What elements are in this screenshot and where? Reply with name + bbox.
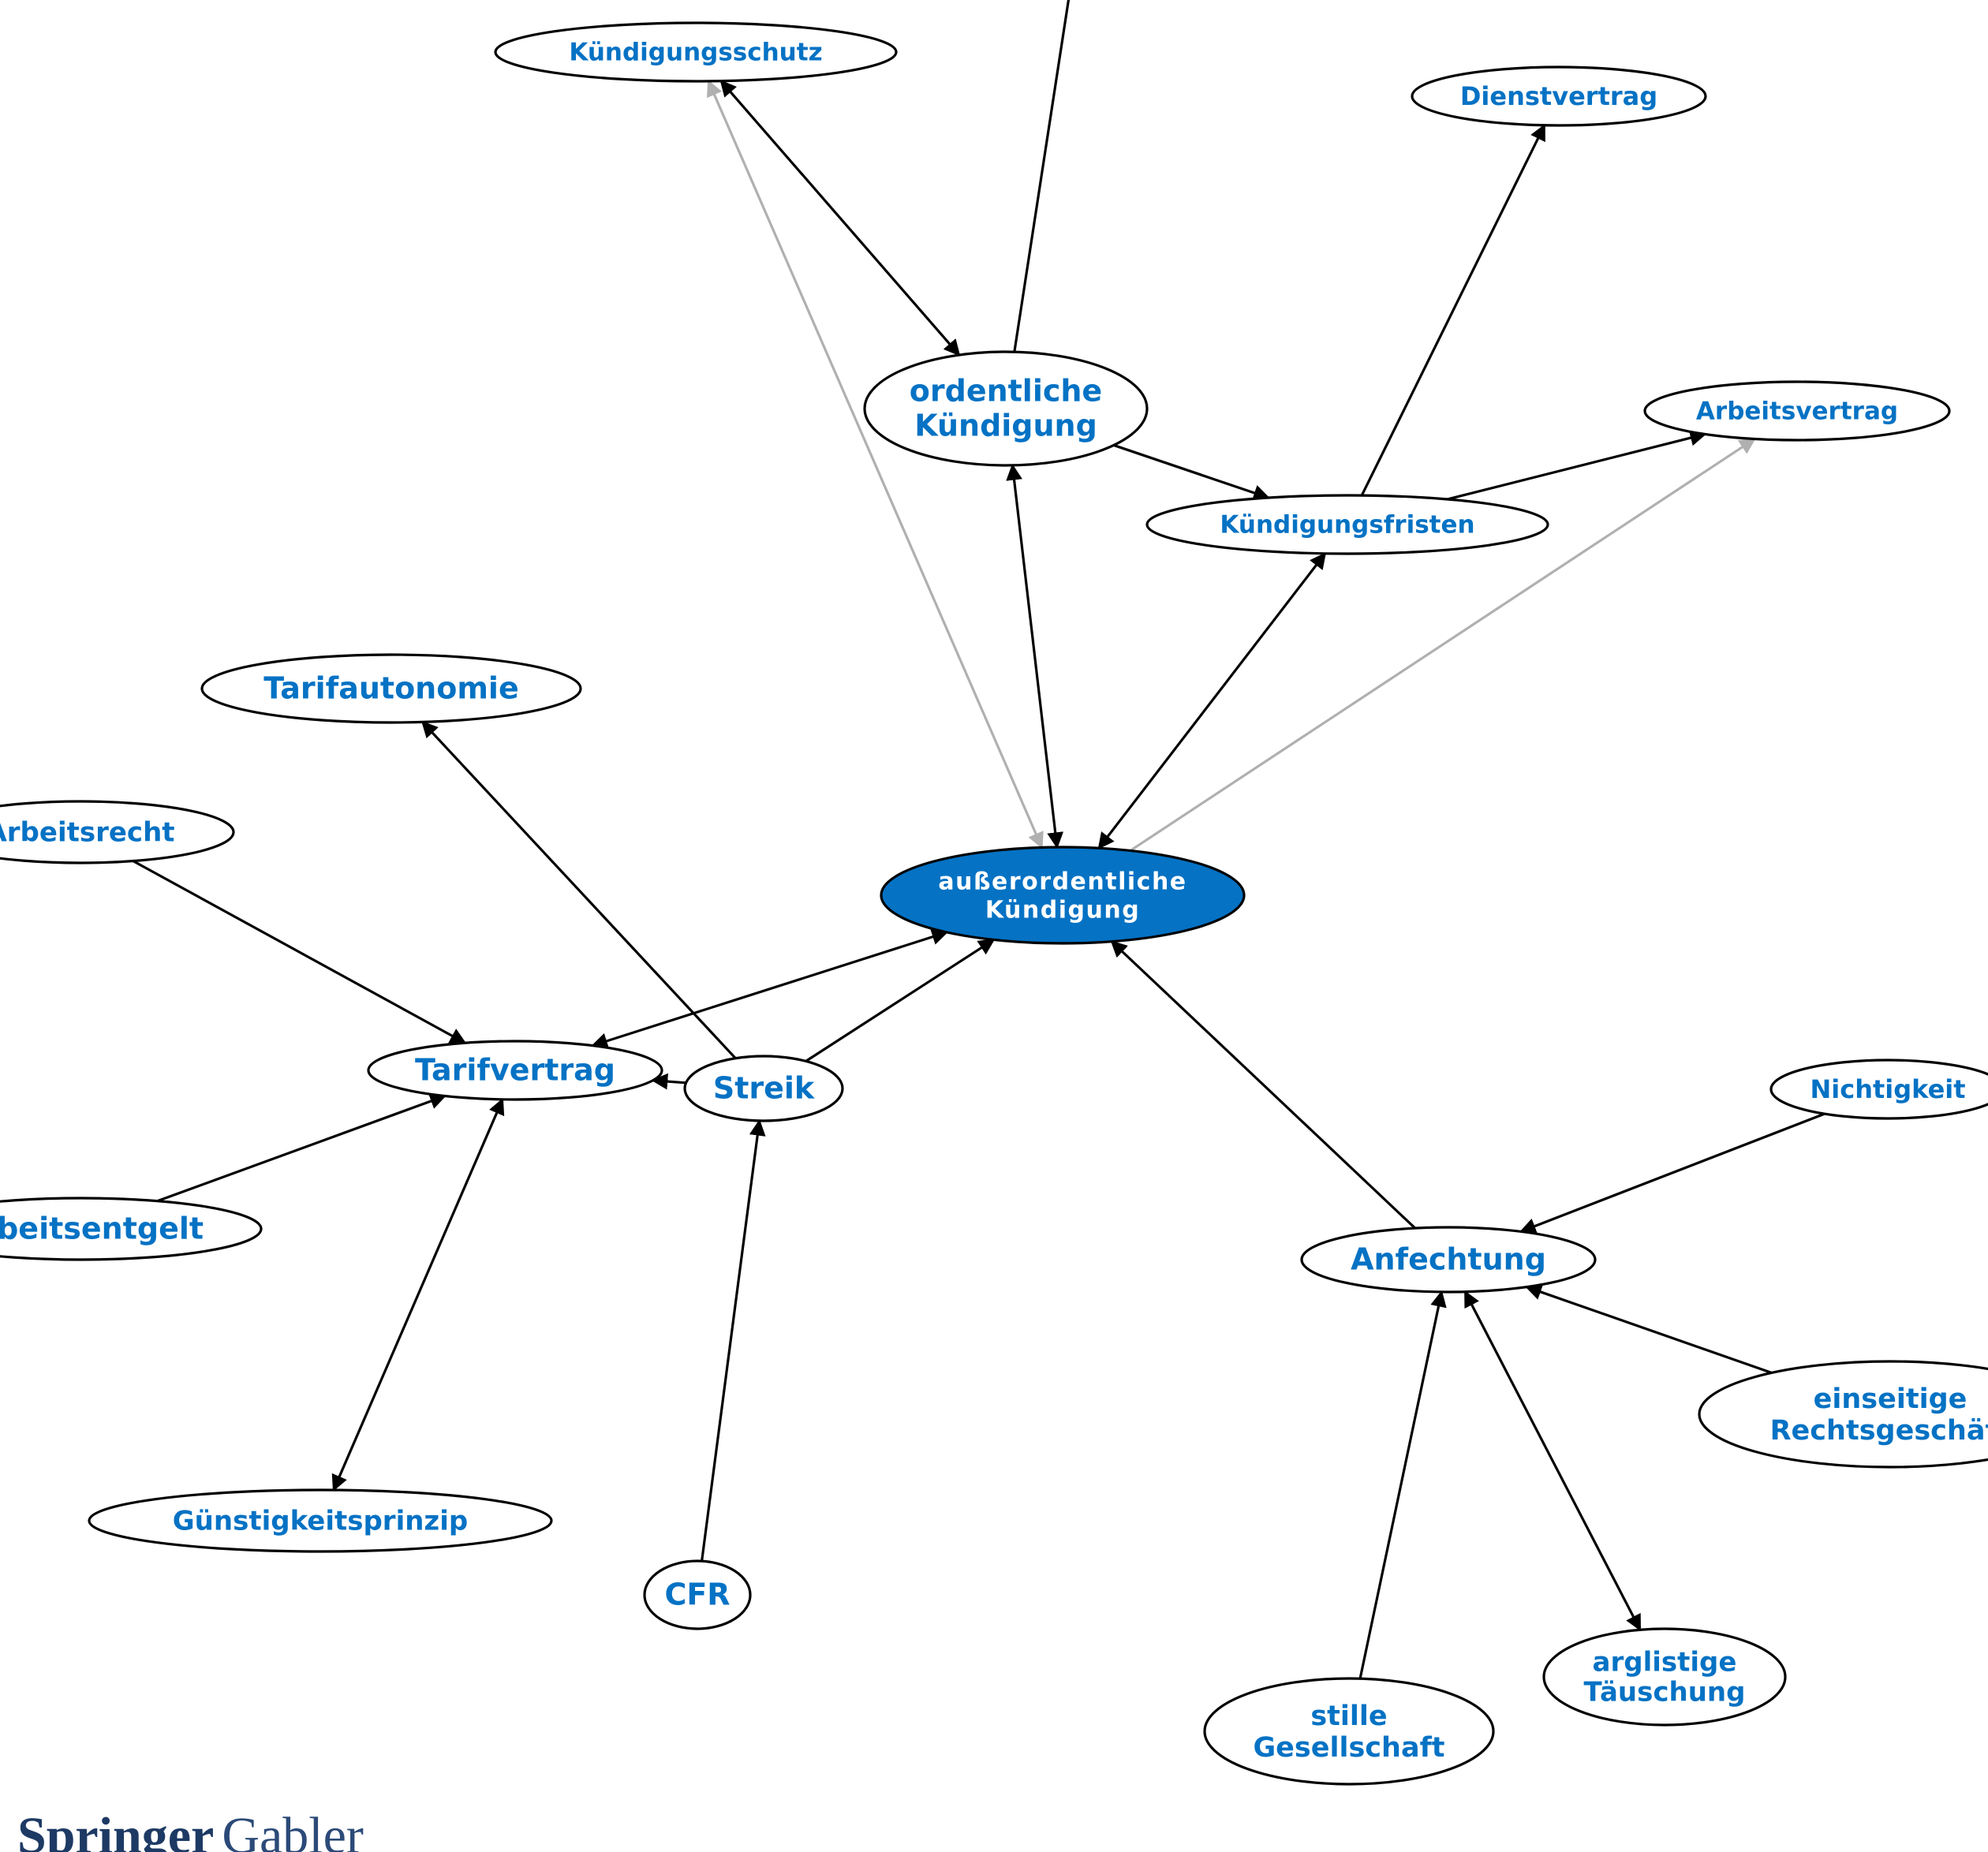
node-label: Kündigung [985,897,1140,924]
edge-cfr-streik [701,1118,766,1562]
node-shape [0,800,235,864]
edge-nichtig-anfecht [1519,1112,1825,1234]
node-label: Rechtsgeschäft [1770,1415,1988,1447]
node-label: Tarifvertrag [415,1053,615,1088]
node-label: CFR [664,1578,730,1612]
node-label: außerordentliche [938,868,1186,896]
node-label: Gesellschaft [1253,1732,1444,1764]
node-shape [200,653,582,724]
node-label: stille [1310,1701,1387,1732]
node-streik[interactable]: Streik [683,1055,844,1122]
node-shape [1145,494,1549,555]
node-anfecht[interactable]: Anfechtung [1300,1226,1597,1294]
node-guenstig[interactable]: Günstigkeitsprinzip [88,1488,553,1553]
node-label: Nichtigkeit [1810,1074,1965,1104]
edge-streik-tvertrag [651,1073,686,1090]
node-shape [683,1055,844,1122]
edge-tvertrag-guenstig [331,1097,505,1492]
node-label: Arbeitsrecht [0,817,175,849]
node-kfristen[interactable]: Kündigungsfristen [1145,494,1549,555]
edge-ordentlich-kfristen [1113,443,1270,501]
node-label: Anfechtung [1351,1242,1546,1277]
node-label: Arbeitsvertrag [1696,398,1898,426]
node-kschutz[interactable]: Kündigungsschutz [494,21,898,83]
edge-ordentlich-center [1006,463,1064,849]
edge-kschutz-ordentlich [719,80,961,357]
edge-arecht-tvertrag [133,860,467,1044]
node-label: Kündigung [914,409,1097,443]
node-shape [880,846,1246,945]
edge-center-tvertrag [591,928,949,1049]
edge-kschutz-center [706,80,1044,849]
node-shape [863,350,1149,467]
edge-einseitig-anfecht [1525,1284,1773,1374]
node-label: Kündigungsfristen [1220,511,1474,540]
node-label: einseitige [1814,1383,1967,1415]
node-label: Kündigungsschutz [569,39,822,67]
node-label: Arbeitsentgelt [0,1212,204,1246]
node-shape [1643,380,1951,442]
node-shape [1300,1226,1597,1294]
brand-secondary: Gabler [222,1807,364,1852]
edge-kfristen-avertrag [1447,429,1707,501]
node-tautonomie[interactable]: Tarifautonomie [200,653,582,724]
node-cfr[interactable]: CFR [643,1559,752,1630]
nodes-layer: außerordentlicheKündigungKündigungsschut… [0,21,1988,1786]
node-tvertrag[interactable]: Tarifvertrag [367,1040,663,1101]
node-shape [1769,1059,1988,1120]
node-label: Streik [713,1071,815,1106]
node-label: Täuschung [1584,1677,1746,1708]
edge-aentgelt-tvertrag [157,1093,447,1203]
node-label: Günstigkeitsprinzip [173,1506,468,1537]
edge-stille-anfecht [1358,1290,1447,1679]
node-shape [1203,1677,1495,1786]
edge-kfristen-dienst [1360,123,1546,496]
node-shape [367,1040,663,1101]
edge-streik-center [805,939,996,1062]
edges-layer [133,80,1825,1679]
node-nichtig[interactable]: Nichtigkeit [1769,1059,1988,1120]
edge-ordentlich-offscreen [1013,0,1071,352]
node-label: Tarifautonomie [263,671,518,706]
node-shape [643,1559,752,1630]
node-avertrag[interactable]: Arbeitsvertrag [1643,380,1951,442]
edge-kfristen-center [1097,552,1327,849]
edge-streik-tautonomie [421,720,737,1059]
node-shape [494,21,898,83]
node-shape [1542,1627,1787,1727]
node-dienst[interactable]: Dienstvertrag [1411,65,1707,127]
node-label: arglistige [1593,1647,1737,1678]
node-aentgelt[interactable]: Arbeitsentgelt [0,1197,263,1261]
node-label: ordentliche [910,374,1102,409]
edge-anfecht-arglist [1463,1290,1642,1632]
node-shape [1411,65,1707,127]
node-shape [1698,1360,1988,1469]
node-shape [88,1488,553,1553]
brand-primary: Springer [17,1807,215,1852]
node-arecht[interactable]: Arbeitsrecht [0,800,235,864]
node-label: Dienstvertrag [1460,81,1657,111]
edge-anfecht-center [1110,940,1416,1230]
node-shape [0,1197,263,1261]
